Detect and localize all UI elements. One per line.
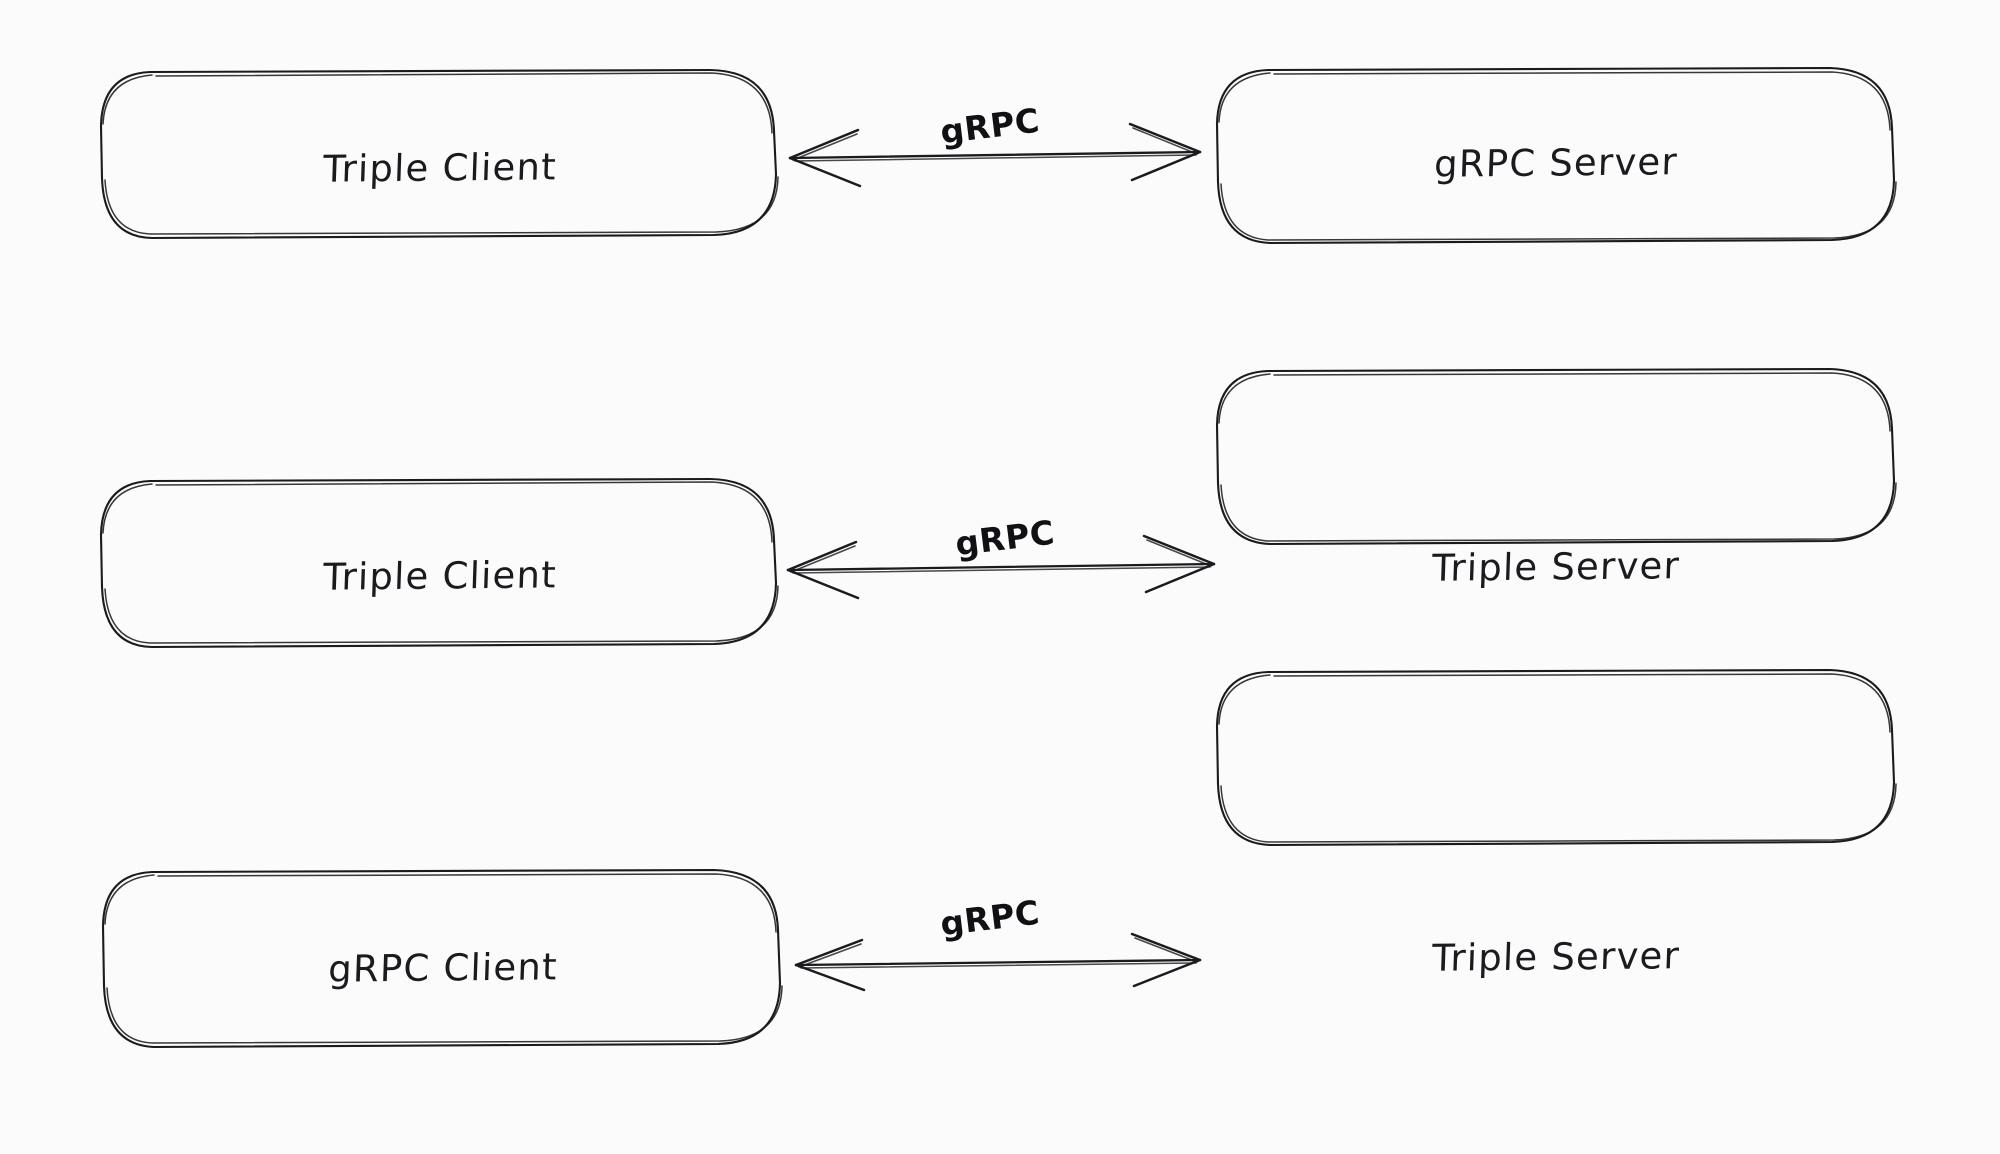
row-2-arrow	[786, 534, 1216, 600]
row-3-left-node-label: gRPC Client	[327, 945, 559, 991]
row-2-right-box[interactable]	[1215, 367, 1897, 546]
row-1-left-box[interactable]	[99, 68, 779, 240]
row-1-left-node-label: Triple Client	[322, 145, 558, 191]
row-2-left-node-label: Triple Client	[322, 553, 558, 599]
row-3-right-node-label: Triple Server	[1431, 934, 1681, 980]
row-3-left-box[interactable]	[101, 868, 783, 1049]
row-2-left-box[interactable]	[99, 477, 779, 649]
row-1-right-box[interactable]	[1215, 66, 1897, 245]
row-1-right-node-label: gRPC Server	[1433, 140, 1679, 186]
row-3-arrow	[794, 932, 1202, 992]
row-1-arrow	[788, 122, 1202, 188]
row-2-right-node-label: Triple Server	[1431, 544, 1681, 590]
row-3-right-box[interactable]	[1215, 668, 1897, 847]
